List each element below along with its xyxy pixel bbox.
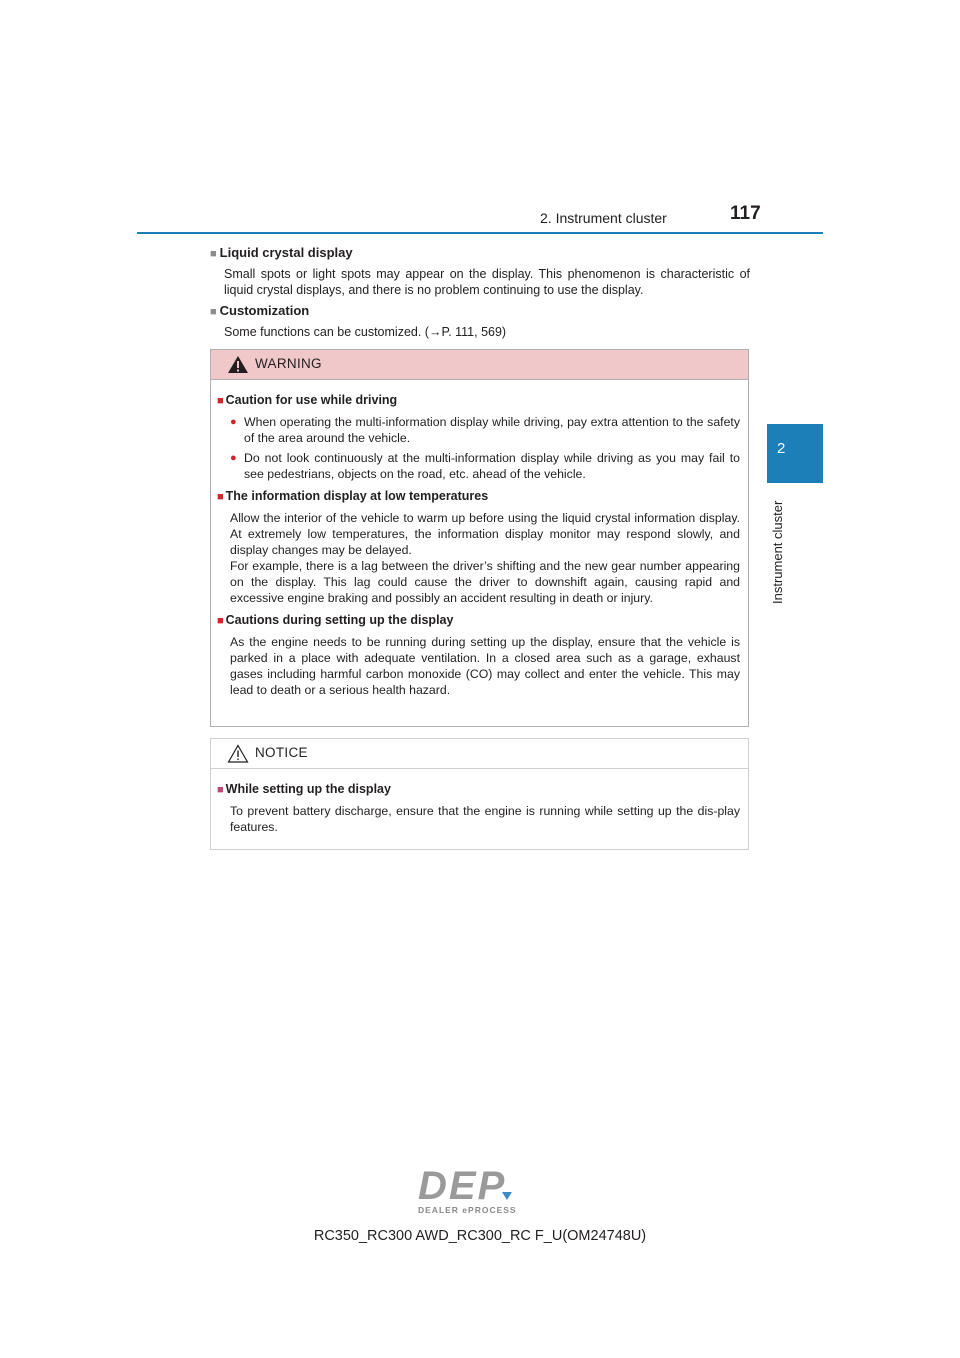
circle-bullet-icon: ● <box>230 452 237 464</box>
list-item: ●Do not look continuously at the multi-i… <box>230 451 740 481</box>
warning-label: WARNING <box>255 356 322 371</box>
circle-bullet-icon: ● <box>230 416 237 428</box>
chapter-title: 2. Instrument cluster <box>540 210 667 226</box>
warning-triangle-icon <box>228 356 248 373</box>
dep-logo: DEP DEALER ePROCESS <box>418 1164 517 1215</box>
notice-label: NOTICE <box>255 745 308 760</box>
square-bullet-icon: ■ <box>210 248 217 260</box>
section-body: Some functions can be customized. (→P. 1… <box>224 325 507 339</box>
chapter-tab: 2 <box>767 424 823 483</box>
notice-item: ■While setting up the display To prevent… <box>217 782 740 834</box>
square-bullet-icon: ■ <box>217 784 224 796</box>
document-code: RC350_RC300 AWD_RC300_RC F_U(OM24748U) <box>313 1228 647 1244</box>
notice-box: NOTICE ■While setting up the display To … <box>210 738 749 850</box>
header-rule <box>137 232 823 234</box>
section-heading: ■Customization <box>210 303 310 318</box>
logo-text: DEP <box>418 1164 506 1208</box>
notice-header: NOTICE <box>211 739 748 769</box>
section-body: Small spots or light spots may appear on… <box>224 267 750 297</box>
warning-header: WARNING <box>211 350 748 380</box>
logo-subtext: DEALER ePROCESS <box>418 1205 517 1215</box>
warning-item: ■Caution for use while driving ●When ope… <box>217 393 740 481</box>
section-liquid-crystal: ■Liquid crystal display Small spots or l… <box>210 244 750 298</box>
item-body: To prevent battery discharge, ensure tha… <box>230 804 740 834</box>
item-body: Allow the interior of the vehicle to war… <box>230 511 740 605</box>
chapter-tab-label: Instrument cluster <box>770 500 785 604</box>
section-heading: ■Liquid crystal display <box>210 245 353 260</box>
warning-item: ■Cautions during setting up the display … <box>217 613 740 697</box>
list-item: ●When operating the multi-information di… <box>230 415 740 445</box>
chapter-tab-number: 2 <box>777 440 786 457</box>
section-customization: ■Customization Some functions can be cus… <box>210 302 750 340</box>
square-bullet-icon: ■ <box>210 306 217 318</box>
caution-triangle-icon <box>227 744 249 763</box>
warning-content: ■Caution for use while driving ●When ope… <box>211 380 748 712</box>
notice-content: ■While setting up the display To prevent… <box>211 769 748 849</box>
square-bullet-icon: ■ <box>217 615 224 627</box>
item-body: As the engine needs to be running during… <box>230 635 740 697</box>
warning-box: WARNING ■Caution for use while driving ●… <box>210 349 749 727</box>
page-number: 117 <box>730 203 761 224</box>
warning-item: ■The information display at low temperat… <box>217 489 740 605</box>
square-bullet-icon: ■ <box>217 491 224 503</box>
square-bullet-icon: ■ <box>217 395 224 407</box>
